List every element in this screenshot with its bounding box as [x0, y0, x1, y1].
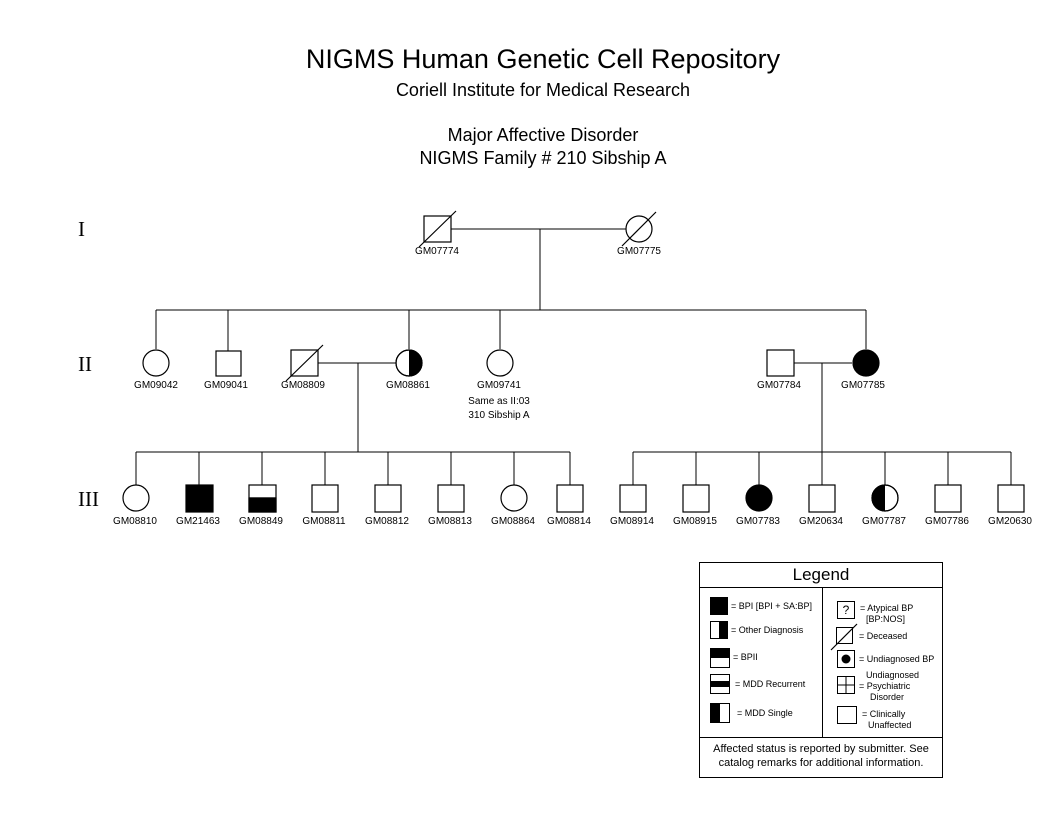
- male-symbol-gm08814[interactable]: [556, 484, 584, 513]
- disorder-name: Major Affective Disorder: [447, 125, 639, 145]
- male-symbol-gm09041[interactable]: [215, 350, 242, 377]
- other-diagnosis-fill: [409, 350, 422, 376]
- legend-undiagnosed-bp-label: = Undiagnosed BP: [859, 654, 935, 664]
- id-label-gm20634: GM20634: [799, 516, 843, 527]
- male-symbol-gm20634[interactable]: [808, 484, 836, 513]
- legend-footnote: Affected status is reported by submitter…: [713, 743, 929, 769]
- deceased-slash: [621, 211, 657, 247]
- legend-other-label: = Other Diagnosis: [731, 625, 804, 635]
- legend-undiagnosed-psychiatric-line1: Undiagnosed: [866, 670, 920, 680]
- id-label-gm08914: GM08914: [610, 516, 654, 527]
- id-label-gm07774: GM07774: [415, 246, 459, 257]
- id-label-gm08861: GM08861: [386, 380, 430, 391]
- legend-box: Legend = BPI [BPI + SA:BP] = Other Diagn…: [699, 562, 943, 778]
- female-symbol-gm07775[interactable]: [621, 211, 657, 247]
- legend-title: Legend: [700, 563, 942, 588]
- male-symbol-gm21463[interactable]: [185, 484, 214, 513]
- page-title: NIGMS Human Genetic Cell Repository: [305, 44, 781, 74]
- family-name: NIGMS Family # 210 Sibship A: [419, 148, 667, 168]
- male-symbol-gm08914[interactable]: [619, 484, 647, 513]
- female-symbol-gm08861[interactable]: [395, 349, 423, 377]
- legend-unaffected-line1: = Clinically: [862, 709, 906, 719]
- generation-label-i: I: [78, 217, 85, 241]
- id-label-gm08849: GM08849: [239, 516, 283, 527]
- legend-mdd-recurrent-label: = MDD Recurrent: [735, 679, 806, 689]
- female-symbol-gm07785[interactable]: [852, 349, 880, 377]
- id-label-gm08809: GM08809: [281, 380, 325, 391]
- legend-deceased-label: = Deceased: [859, 631, 908, 641]
- legend-unaffected-symbol: [837, 706, 857, 724]
- male-symbol-gm08809[interactable]: [285, 344, 324, 382]
- legend-undiagnosed-psychiatric-line3: Disorder: [870, 692, 905, 702]
- id-label-gm07784: GM07784: [757, 380, 801, 391]
- female-symbol-gm09741[interactable]: [486, 349, 514, 377]
- institute-name: Coriell Institute for Medical Research: [395, 80, 691, 100]
- id-label-gm08864: GM08864: [491, 516, 535, 527]
- legend-mdd-recurrent-symbol: [710, 674, 730, 694]
- note-gm09741-line1: Same as II:03: [468, 396, 530, 407]
- legend-other-symbol: [710, 621, 728, 639]
- female-symbol-gm07783[interactable]: [745, 484, 773, 512]
- id-label-gm08811: GM08811: [302, 516, 346, 527]
- legend-undiagnosed-psychiatric-symbol: [837, 676, 855, 694]
- male-symbol-gm08813[interactable]: [437, 484, 465, 513]
- legend-bpi-label: = BPI [BPI + SA:BP]: [731, 601, 813, 611]
- female-symbol-gm09042[interactable]: [142, 349, 170, 377]
- legend-unaffected-line2: Unaffected: [868, 720, 912, 730]
- id-label-gm08814: GM08814: [547, 516, 591, 527]
- legend-atypical-line1: = Atypical BP: [860, 603, 914, 613]
- deceased-slash: [418, 210, 457, 248]
- deceased-slash: [285, 344, 324, 382]
- id-label-gm07785: GM07785: [841, 380, 885, 391]
- legend-undiagnosed-bp-symbol: [837, 650, 855, 668]
- id-label-gm08810: GM08810: [113, 516, 157, 527]
- legend-atypical-line2: [BP:NOS]: [866, 614, 906, 624]
- male-symbol-gm07784[interactable]: [766, 349, 795, 377]
- legend-mdd-single-label: = MDD Single: [737, 708, 793, 718]
- id-label-gm09741: GM09741: [477, 380, 521, 391]
- mdd-single-fill: [872, 485, 885, 511]
- id-label-gm07787: GM07787: [862, 516, 906, 527]
- id-label-gm09041: GM09041: [204, 380, 248, 391]
- female-symbol-gm08864[interactable]: [500, 484, 528, 512]
- id-label-gm07783: GM07783: [736, 516, 780, 527]
- id-label-gm08813: GM08813: [428, 516, 472, 527]
- male-symbol-gm08915[interactable]: [682, 484, 710, 513]
- generation-label-iii: III: [78, 487, 99, 511]
- legend-footer-divider: [700, 737, 942, 738]
- note-gm09741-line2: 310 Sibship A: [468, 410, 530, 421]
- id-label-gm09042: GM09042: [134, 380, 178, 391]
- id-label-gm08915: GM08915: [673, 516, 717, 527]
- id-label-gm08812: GM08812: [365, 516, 409, 527]
- female-symbol-gm08810[interactable]: [122, 484, 150, 512]
- id-label-gm07786: GM07786: [925, 516, 969, 527]
- bpii-fill: [248, 497, 277, 513]
- legend-bpii-label: = BPII: [733, 652, 758, 662]
- male-symbol-gm08812[interactable]: [374, 484, 402, 513]
- male-symbol-gm20630[interactable]: [997, 484, 1025, 513]
- legend-bpii-symbol: [710, 648, 730, 668]
- male-symbol-gm07786[interactable]: [934, 484, 962, 513]
- id-label-gm20630: GM20630: [988, 516, 1032, 527]
- legend-deceased-symbol: [830, 623, 858, 651]
- legend-atypical-symbol: ?: [837, 601, 855, 619]
- pedigree-chart: [122, 210, 1025, 513]
- female-symbol-gm07787[interactable]: [871, 484, 899, 512]
- generation-label-ii: II: [78, 352, 92, 376]
- id-label-gm07775: GM07775: [617, 246, 661, 257]
- legend-mdd-single-symbol: [710, 703, 730, 723]
- male-symbol-gm08811[interactable]: [311, 484, 339, 513]
- legend-divider: [822, 587, 823, 737]
- male-symbol-gm07774[interactable]: [418, 210, 457, 248]
- pedigree-symbols: [122, 210, 1025, 513]
- id-label-gm21463: GM21463: [176, 516, 220, 527]
- legend-bpi-symbol: [710, 597, 728, 615]
- legend-undiagnosed-psychiatric-line2: = Psychiatric: [859, 681, 911, 691]
- pedigree-lines: [135, 228, 1012, 485]
- male-symbol-gm08849[interactable]: [248, 484, 277, 513]
